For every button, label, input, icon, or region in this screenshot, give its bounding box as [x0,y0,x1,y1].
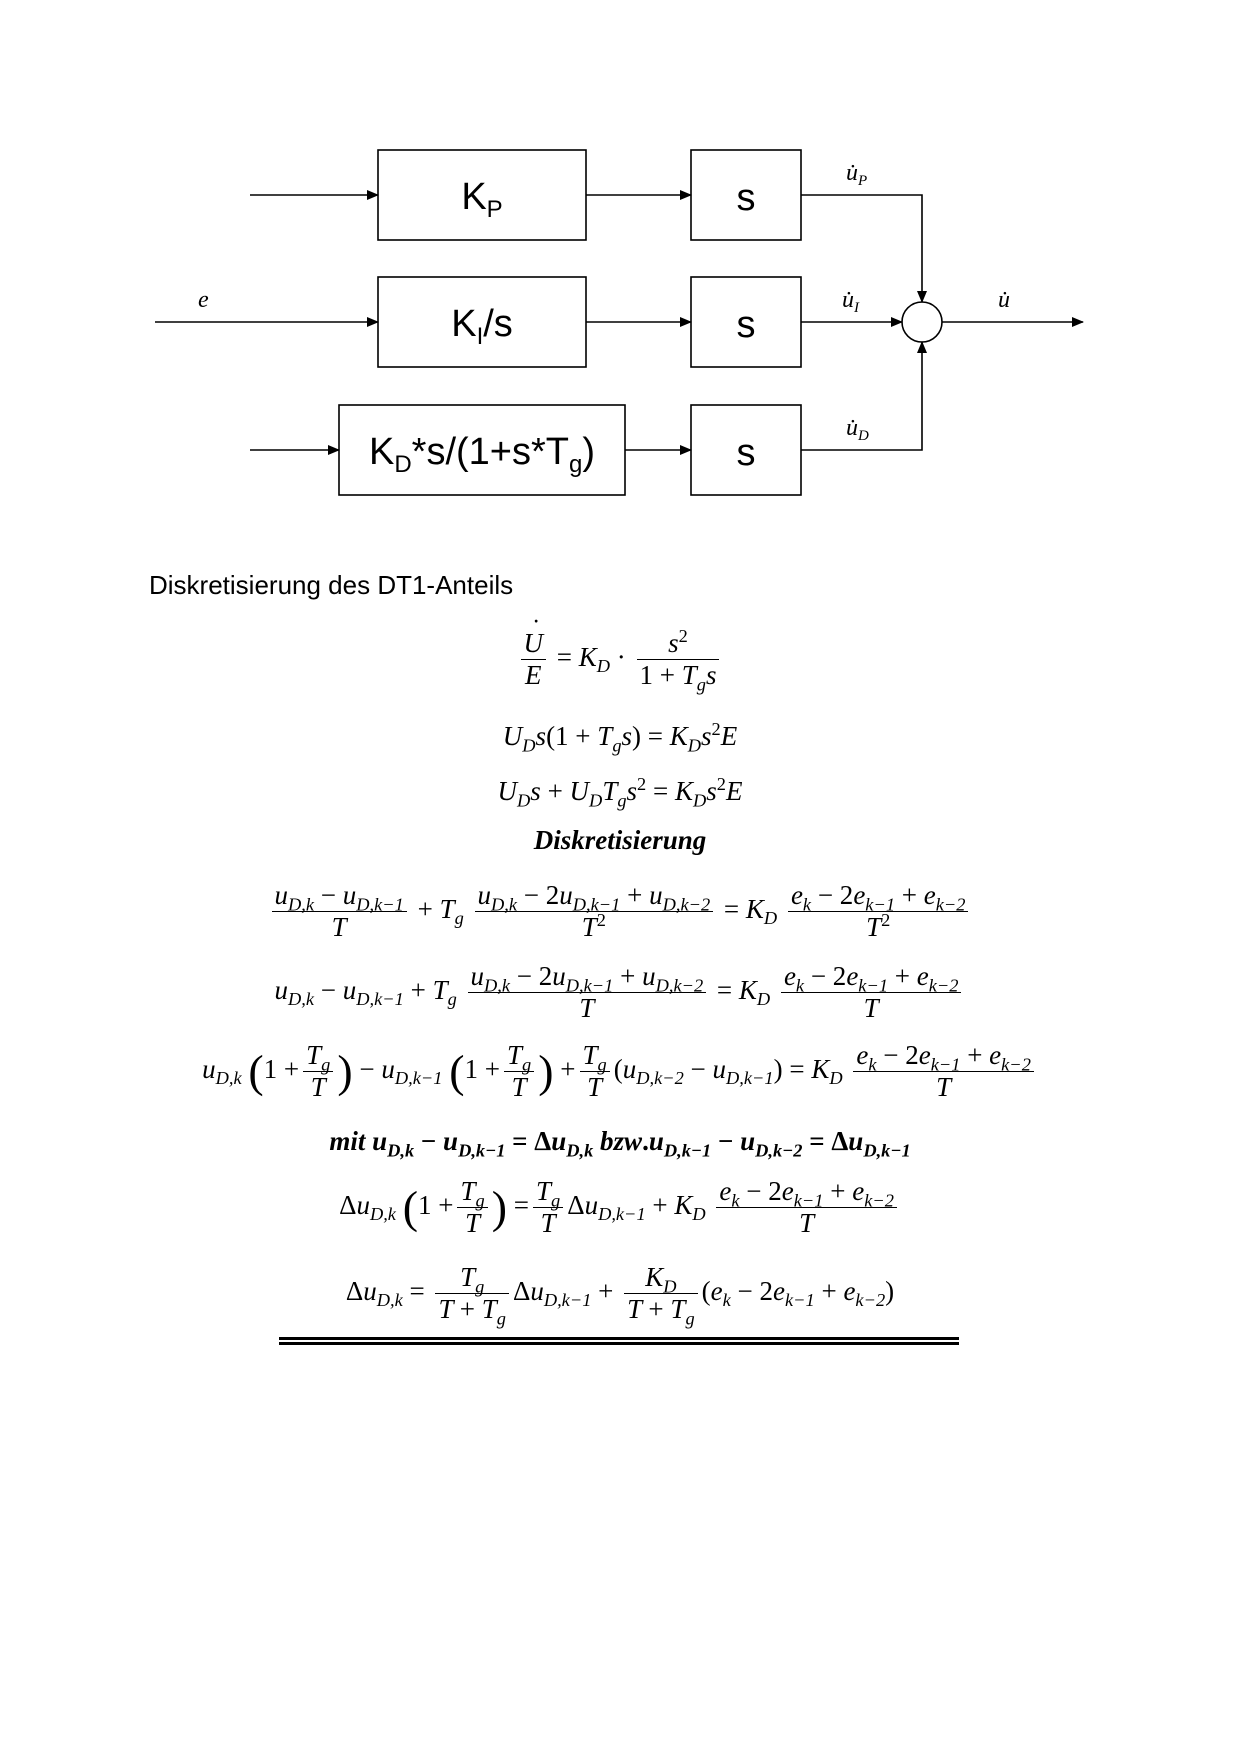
result-double-underline [279,1337,959,1345]
block-s2-label: s [737,304,756,346]
equation-transfer-function: UE = KD · s21 + Tgs [0,614,1240,694]
signal-label-ui: u̇I [842,287,860,316]
block-kd-label: KD*s/(1+s*Tg) [369,431,595,478]
equation-2: UDs(1 + Tgs) = KDs2E [502,718,738,756]
equation-5: uD,k − uD,k−1 + Tg uD,k − 2uD,k−1 + uD,k… [0,961,1240,1024]
input-label-e: e [198,287,209,313]
block-kp-label: KP [461,176,502,223]
output-label-u: u̇ [998,287,1010,313]
line-up [801,194,927,303]
signal-label-ud: u̇D [846,415,869,444]
equation-3: UDs + UDTgs2 = KDs2E [497,773,743,811]
signal-label-up: u̇P [846,160,867,189]
section-heading: Diskretisierung des DT1-Anteils [149,570,514,600]
block-s1-label: s [737,177,756,219]
derivation-title: Diskretisierung [533,825,707,855]
block-diagram: KP KI/s KD*s/(1+s*Tg) s s s e u̇ u̇P u̇I… [155,149,1084,496]
substitution-note: mit uD,k − uD,k−1 = ΔuD,k bzw.uD,k−1 − u… [329,1126,911,1161]
line-ud [801,341,927,451]
summing-junction [901,301,943,343]
block-ki [377,276,587,368]
block-ki-label: KI/s [451,303,513,350]
block-s3-label: s [737,432,756,474]
